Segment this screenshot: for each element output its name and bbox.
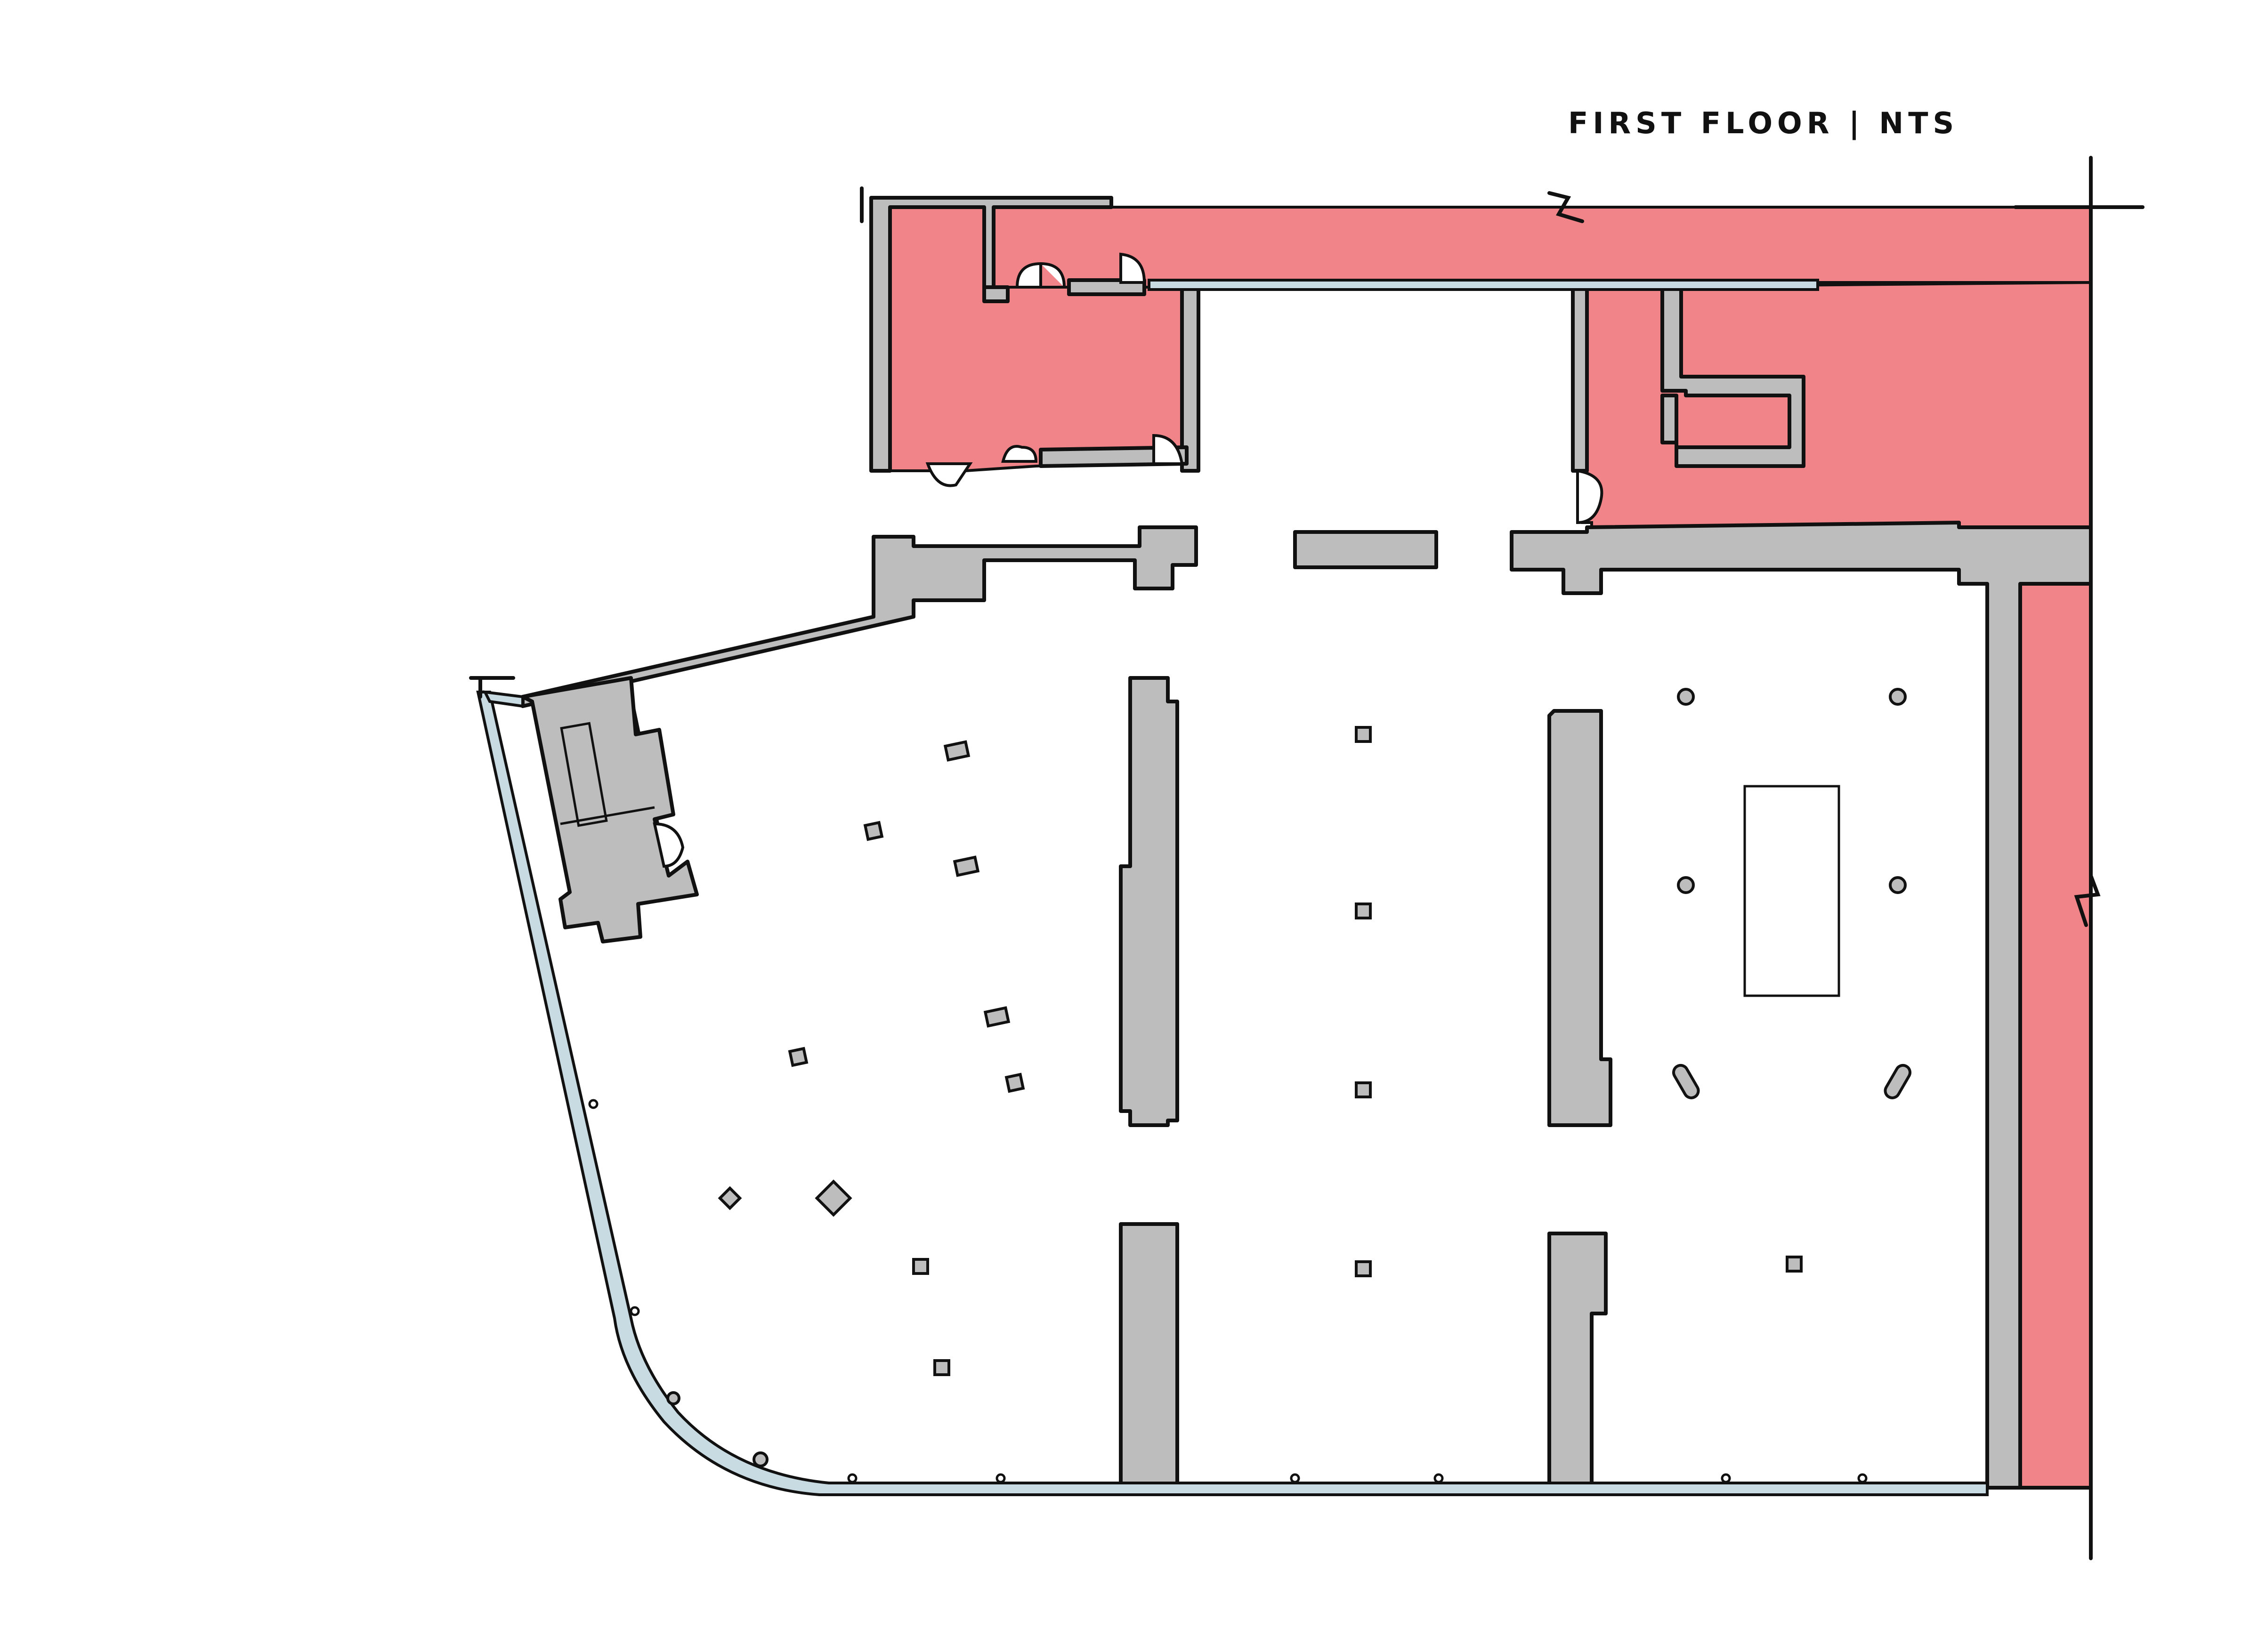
column: [1677, 688, 1695, 706]
column: [953, 855, 980, 877]
facade-post: [1290, 1473, 1300, 1483]
facade-post: [630, 1306, 640, 1316]
fixtures: [560, 722, 1840, 997]
glazing-north-west: [482, 690, 524, 708]
wall-north-west-room-east: [1180, 285, 1200, 473]
wall-partition-b-north: [1547, 709, 1612, 1127]
facade-post: [753, 1451, 769, 1467]
door-swing-3: [1119, 252, 1146, 284]
glazing-curved-facade: [476, 691, 1989, 1496]
wall-partition-a-south: [1119, 1222, 1179, 1490]
column: [815, 1179, 852, 1217]
facade-post: [1433, 1473, 1444, 1483]
wall-west-core: [521, 676, 699, 943]
column: [718, 1186, 742, 1210]
column: [1355, 726, 1372, 743]
columns: [588, 688, 1911, 1483]
column: [1786, 1256, 1803, 1273]
break-line-east: [2074, 874, 2101, 927]
glazing: [476, 279, 1989, 1496]
column: [933, 1359, 950, 1376]
highlight-zones: [530, 206, 2092, 1489]
facade-post: [1857, 1473, 1868, 1483]
column: [788, 1047, 809, 1067]
column: [1355, 1081, 1372, 1098]
door-swing-1: [1015, 262, 1042, 289]
column: [1355, 1260, 1372, 1277]
wall-north-west-outer: [869, 196, 1113, 473]
wall-north-east-service: [1660, 285, 1805, 468]
plan-title: FIRST FLOOR | NTS: [1568, 106, 1959, 140]
doors: [653, 252, 1603, 868]
facade-post: [588, 1099, 599, 1109]
column: [1677, 876, 1695, 894]
core-stair: [560, 722, 608, 827]
column: [983, 1006, 1011, 1028]
wall-partition-a-north: [1119, 676, 1179, 1127]
wall-north-spine-middle: [1293, 530, 1438, 569]
central-counter: [1743, 785, 1840, 997]
door-swing-5: [1001, 445, 1038, 463]
facade-post: [1721, 1473, 1731, 1483]
door-swing-2: [1040, 262, 1066, 288]
door-swing-7: [1576, 469, 1603, 524]
break-line-icon: [1547, 191, 2101, 927]
facade-post: [666, 1391, 680, 1405]
zone-east-strip: [2019, 582, 2092, 1489]
wall-north-east-room-west: [1571, 285, 1589, 473]
door-swing-6: [1152, 434, 1184, 465]
wall-north-west-room-south: [1039, 445, 1189, 468]
column: [1355, 903, 1372, 919]
column: [1004, 1072, 1025, 1093]
column: [912, 1258, 929, 1275]
zone-north-east-room: [1581, 281, 2092, 539]
column: [1672, 1064, 1700, 1099]
wall-partition-b-south: [1547, 1232, 1608, 1490]
facade-post: [847, 1473, 858, 1483]
column: [863, 821, 884, 841]
facade-post: [995, 1473, 1006, 1483]
door-swing-4: [925, 462, 973, 487]
break-line-north: [1547, 191, 1584, 223]
core-landing: [560, 806, 655, 825]
column: [1884, 1064, 1911, 1099]
column: [1889, 876, 1907, 894]
door-swing-8: [653, 822, 685, 868]
column: [1889, 688, 1907, 706]
column: [943, 740, 971, 762]
glazing-north: [1148, 279, 1819, 291]
zone-north-corridor: [889, 206, 2092, 289]
site-lines: [469, 156, 2145, 1560]
